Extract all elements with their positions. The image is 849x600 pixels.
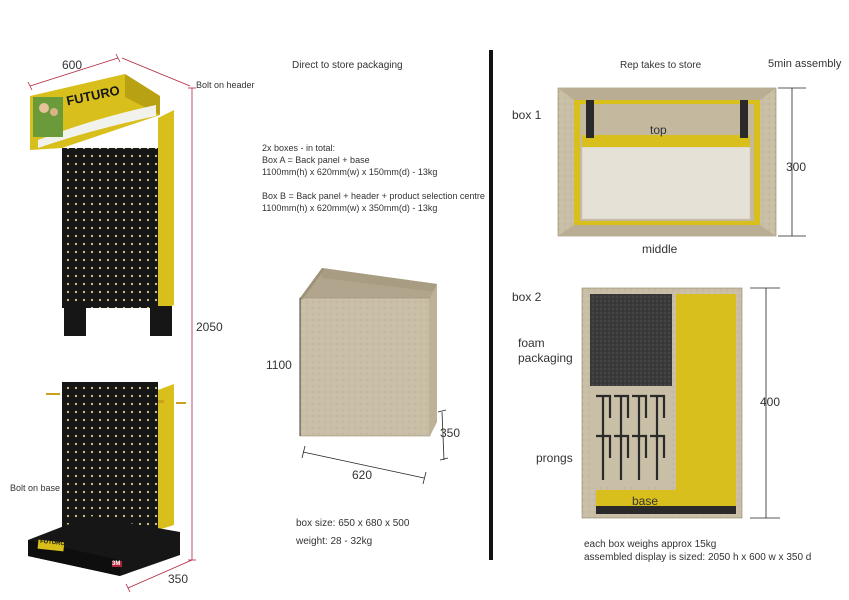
box2-dimension-line: [750, 287, 780, 519]
desc-line: 2x boxes - in total:: [262, 143, 336, 153]
pegboard-panel-upper: [62, 148, 158, 308]
foam-packaging-block: [590, 294, 672, 386]
base-label: base: [632, 494, 659, 508]
label-bolt-on-base: Bolt on base: [10, 483, 61, 493]
box1-middle-layer: [581, 146, 751, 220]
desc-line: [262, 178, 485, 190]
foam-packaging-label: foam packaging: [518, 336, 573, 365]
prongs-illustration: [596, 394, 666, 480]
box1-dimension-line: [778, 87, 806, 237]
display-upper-illustration: [30, 74, 174, 336]
box-dim-1100: 1100: [266, 358, 292, 372]
box-weight-label: weight: 28 - 32kg: [296, 536, 373, 547]
left-dimension-lines: [27, 53, 196, 593]
box2-illustration: [581, 287, 743, 519]
open-box-illustration: [299, 268, 437, 437]
box1-illustration: [557, 87, 777, 237]
box1-top-label: top: [650, 123, 667, 137]
prongs-label: prongs: [536, 451, 573, 465]
box-dim-350: 350: [440, 426, 461, 440]
display-lower-illustration: [28, 382, 186, 576]
desc-line: 1100mm(h) x 620mm(w) x 350mm(d) - 13kg: [262, 203, 438, 213]
box-dimension-lines: [299, 298, 449, 485]
desc-line: Box A = Back panel + base: [262, 155, 370, 165]
packaging-description: 2x boxes - in total: Box A = Back panel …: [262, 142, 485, 214]
middle-title: Direct to store packaging: [292, 60, 403, 71]
section-divider: [489, 50, 493, 560]
box-size-label: box size: 650 x 680 x 500: [296, 518, 410, 529]
box2-dim-400: 400: [760, 395, 781, 409]
box1-dim-300: 300: [786, 160, 807, 174]
footer-weight: each box weighs approx 15kg: [584, 539, 717, 550]
desc-line: 1100mm(h) x 620mm(w) x 150mm(d) - 13kg: [262, 167, 438, 177]
dim-height-2050: 2050: [196, 320, 223, 334]
box2-label: box 2: [512, 290, 542, 304]
box-dim-620: 620: [352, 468, 373, 482]
footer-assembled-size: assembled display is sized: 2050 h x 600…: [584, 552, 812, 563]
box1-label: box 1: [512, 108, 542, 122]
header-photo: [33, 97, 63, 137]
dim-depth-350: 350: [168, 572, 189, 586]
box1-middle-label: middle: [642, 242, 678, 256]
label-bolt-on-header: Bolt on header: [196, 80, 255, 90]
right-title: Rep takes to store: [620, 60, 702, 71]
dim-width-600: 600: [62, 58, 83, 72]
3m-logo: 3M: [112, 561, 121, 567]
desc-line: Box B = Back panel + header + product se…: [262, 191, 485, 201]
assembly-time: 5min assembly: [768, 58, 842, 70]
